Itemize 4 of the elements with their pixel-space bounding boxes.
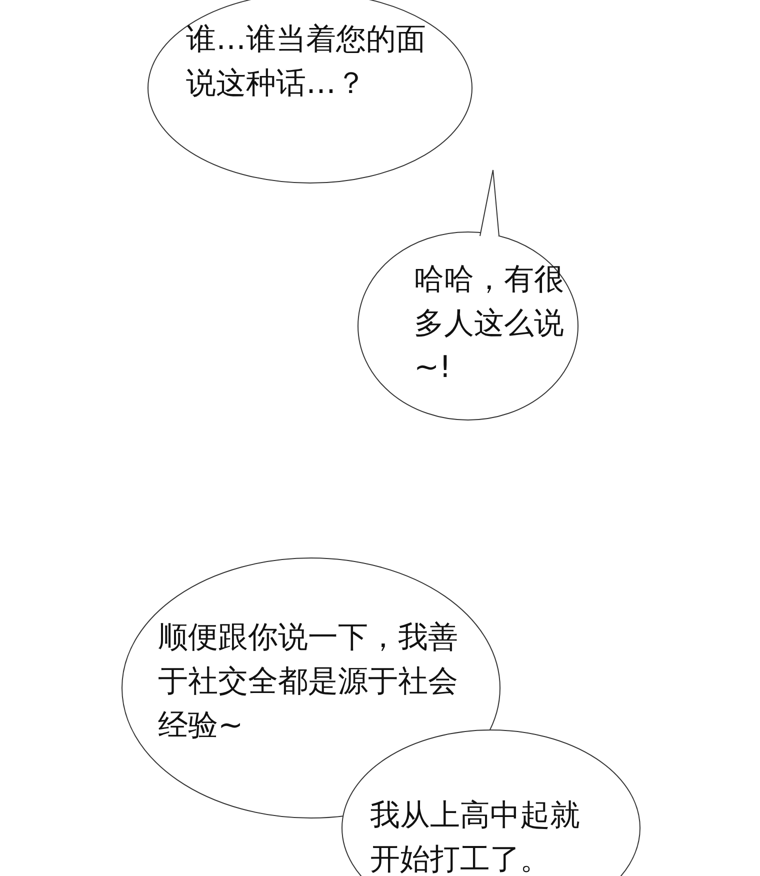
dialogue-text: 哈哈，有很多人这么说~! [414, 261, 565, 387]
dialogue-text: 顺便跟你说一下，我善于社交全都是源于社会经验~ [158, 619, 458, 745]
dialogue-text: 谁…谁当着您的面说这种话…？ [186, 21, 427, 103]
dialogue-text: 我从上高中起就开始打工了。 [370, 797, 581, 876]
